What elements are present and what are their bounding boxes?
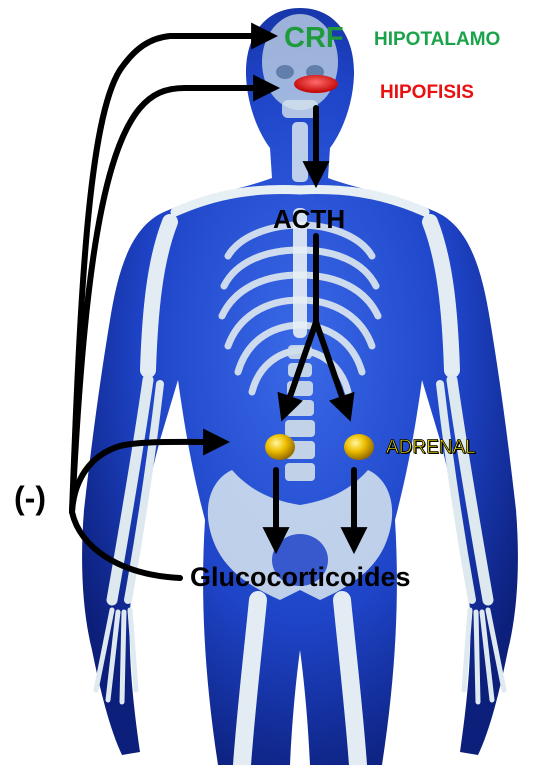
pituitary-label: HIPOFISIS [380,83,474,102]
adrenal-gland-right-icon [344,434,374,460]
acth-label: ACTH [273,206,345,232]
adrenal-label: ADRENAL [386,438,476,457]
pituitary-gland-icon [294,75,338,93]
hypothalamus-label: HIPOTALAMO [374,30,500,49]
negative-feedback-label: (-) [14,482,46,514]
human-anatomy-skeleton-icon [82,8,518,765]
crf-label: CRF [284,24,344,53]
adrenal-gland-left-icon [265,434,295,460]
glucocorticoids-label: Glucocorticoides [190,564,411,591]
